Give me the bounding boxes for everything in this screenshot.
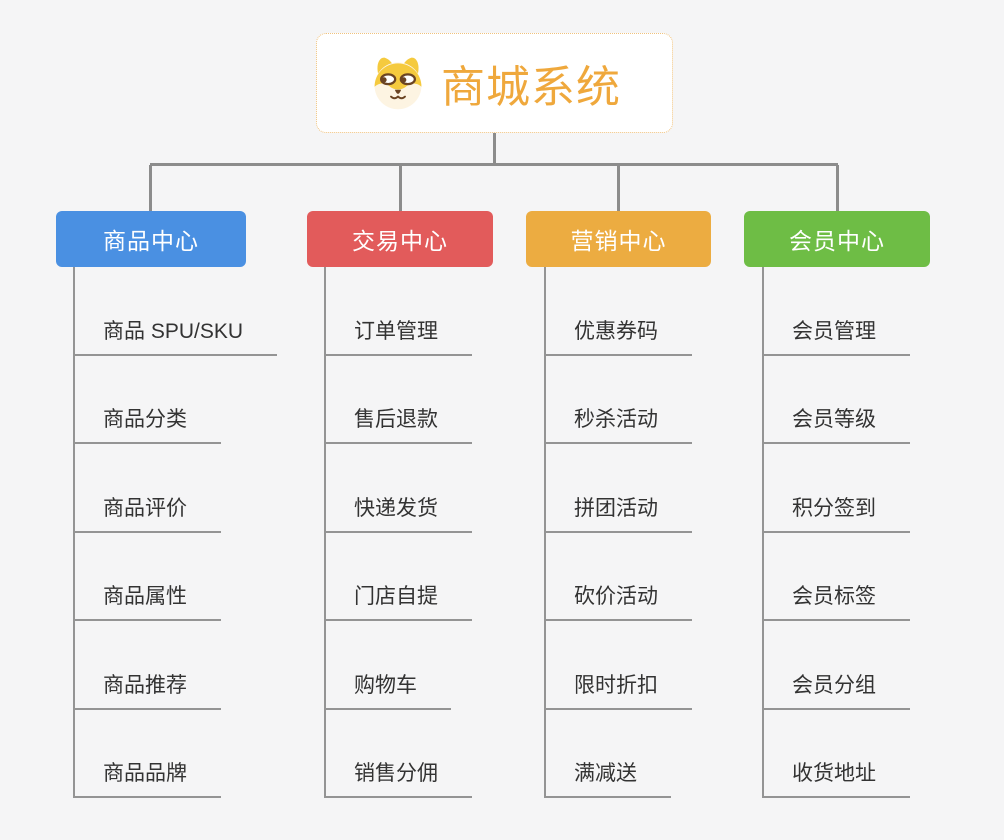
doge-icon: [374, 57, 422, 110]
connector-branch-rail: [150, 163, 838, 166]
leaf-label: 会员标签: [762, 580, 910, 621]
leaf-label: 售后退款: [324, 403, 472, 444]
branch-title: 交易中心: [352, 228, 448, 254]
leaf-node[interactable]: 优惠券码: [544, 267, 774, 356]
leaf-label: 商品评价: [73, 492, 221, 533]
leaf-label: 商品分类: [73, 403, 221, 444]
leaf-label: 会员管理: [762, 315, 910, 356]
leaf-node[interactable]: 商品推荐: [73, 621, 303, 710]
branch-trade-center[interactable]: 交易中心: [307, 211, 493, 267]
branch-title: 会员中心: [789, 228, 885, 254]
leaf-column-trade: 订单管理 售后退款 快递发货 门店自提 购物车 销售分佣: [324, 267, 554, 798]
leaf-label: 积分签到: [762, 492, 910, 533]
leaf-node[interactable]: 销售分佣: [324, 710, 554, 798]
branch-product-center[interactable]: 商品中心: [56, 211, 246, 267]
leaf-node[interactable]: 商品评价: [73, 444, 303, 533]
leaf-node[interactable]: 秒杀活动: [544, 356, 774, 444]
column-trunk-line: [73, 267, 75, 798]
connector-root-drop: [493, 133, 496, 164]
leaf-column-members: 会员管理 会员等级 积分签到 会员标签 会员分组 收货地址: [762, 267, 992, 798]
leaf-column-products: 商品 SPU/SKU 商品分类 商品评价 商品属性 商品推荐 商品品牌: [73, 267, 303, 798]
leaf-label: 购物车: [324, 669, 451, 710]
leaf-label: 门店自提: [324, 580, 472, 621]
leaf-label: 会员等级: [762, 403, 910, 444]
leaf-label: 商品属性: [73, 580, 221, 621]
leaf-node[interactable]: 商品属性: [73, 533, 303, 621]
leaf-node[interactable]: 砍价活动: [544, 533, 774, 621]
branch-marketing-center[interactable]: 营销中心: [526, 211, 711, 267]
branch-title: 营销中心: [570, 228, 667, 254]
leaf-node[interactable]: 满减送: [544, 710, 774, 798]
leaf-node[interactable]: 商品分类: [73, 356, 303, 444]
leaf-node[interactable]: 订单管理: [324, 267, 554, 356]
leaf-label: 商品 SPU/SKU: [73, 315, 278, 356]
connector-drop-marketing: [617, 165, 620, 211]
leaf-label: 商品推荐: [73, 669, 221, 710]
leaf-node[interactable]: 会员分组: [762, 621, 992, 710]
leaf-node[interactable]: 会员等级: [762, 356, 992, 444]
leaf-node[interactable]: 快递发货: [324, 444, 554, 533]
leaf-label: 秒杀活动: [544, 403, 692, 444]
leaf-label: 限时折扣: [544, 669, 692, 710]
leaf-label: 收货地址: [762, 757, 910, 798]
branch-member-center[interactable]: 会员中心: [744, 211, 930, 267]
branch-title: 商品中心: [103, 228, 199, 254]
leaf-node[interactable]: 收货地址: [762, 710, 992, 798]
leaf-label: 砍价活动: [544, 580, 692, 621]
leaf-node[interactable]: 购物车: [324, 621, 554, 710]
leaf-column-marketing: 优惠券码 秒杀活动 拼团活动 砍价活动 限时折扣 满减送: [544, 267, 774, 798]
column-trunk-line: [324, 267, 326, 798]
leaf-label: 优惠券码: [544, 315, 692, 356]
leaf-node[interactable]: 限时折扣: [544, 621, 774, 710]
leaf-label: 会员分组: [762, 669, 910, 710]
leaf-node[interactable]: 拼团活动: [544, 444, 774, 533]
leaf-node[interactable]: 门店自提: [324, 533, 554, 621]
connector-drop-trade: [399, 165, 402, 211]
leaf-node[interactable]: 售后退款: [324, 356, 554, 444]
leaf-node[interactable]: 会员标签: [762, 533, 992, 621]
leaf-label: 商品品牌: [73, 757, 221, 798]
leaf-label: 拼团活动: [544, 492, 692, 533]
root-topic[interactable]: 商城系统: [316, 33, 673, 133]
connector-drop-products: [149, 165, 152, 211]
leaf-label: 订单管理: [324, 315, 472, 356]
leaf-label: 快递发货: [324, 492, 472, 533]
column-trunk-line: [544, 267, 546, 798]
leaf-label: 满减送: [544, 757, 671, 798]
connector-drop-members: [836, 165, 839, 211]
leaf-label: 销售分佣: [324, 757, 472, 798]
root-topic-title: 商城系统: [441, 63, 621, 112]
leaf-node[interactable]: 会员管理: [762, 267, 992, 356]
leaf-node[interactable]: 商品品牌: [73, 710, 303, 798]
leaf-node[interactable]: 积分签到: [762, 444, 992, 533]
column-trunk-line: [762, 267, 764, 798]
leaf-node[interactable]: 商品 SPU/SKU: [73, 267, 303, 356]
